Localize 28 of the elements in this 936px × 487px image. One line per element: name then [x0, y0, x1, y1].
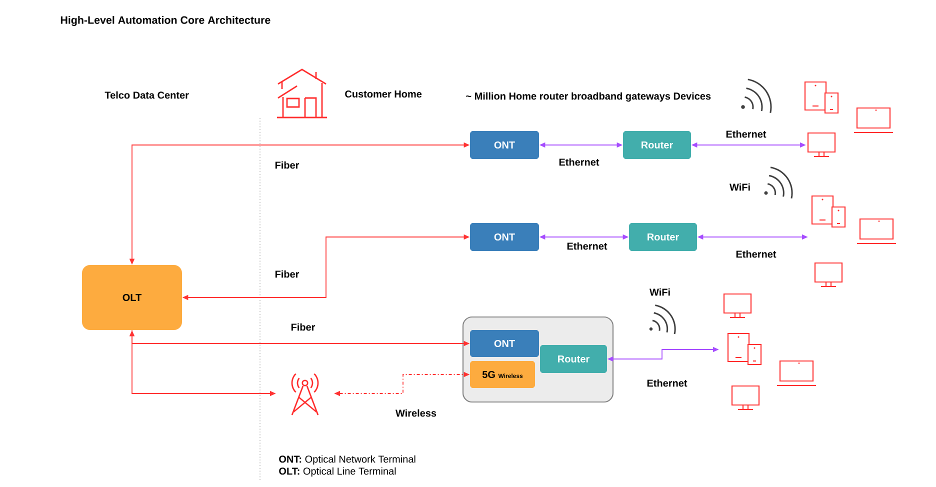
edge-label: Ethernet [646, 378, 688, 388]
device-box: Router [540, 345, 607, 373]
monitor-icon [807, 132, 836, 158]
mobile-devices-icon [811, 195, 846, 228]
edge-label: Fiber [290, 322, 316, 332]
section-label: Telco Data Center [104, 91, 189, 99]
device-box: Router [629, 223, 697, 251]
edge-label: Ethernet [734, 249, 778, 259]
device-box: OLT [82, 265, 182, 330]
section-label: Customer Home [345, 90, 422, 98]
edge-label: Fiber [274, 160, 300, 170]
tower-icon [291, 373, 319, 416]
text-label: WiFi [650, 288, 670, 296]
title: High-Level Automation Core Architecture [60, 16, 270, 26]
edge-label: Fiber [274, 269, 300, 279]
abbreviation-note: ONT: Optical Network Terminal [279, 455, 416, 465]
edge-label: Ethernet [566, 241, 608, 251]
mobile-devices-icon [727, 332, 762, 366]
device-box: ONT [470, 330, 539, 357]
device-box: Router [623, 131, 691, 159]
abbreviation-note: OLT: Optical Line Terminal [279, 467, 396, 477]
edge-label: Wireless [394, 408, 438, 418]
device-box: ONT [470, 131, 539, 159]
device-box: ONT [470, 223, 539, 251]
section-label: ~ Million Home router broadband gateways Devices [466, 92, 711, 102]
edge-label: Ethernet [724, 129, 768, 139]
edge-label: Ethernet [558, 157, 600, 167]
text-label: WiFi [730, 183, 750, 191]
